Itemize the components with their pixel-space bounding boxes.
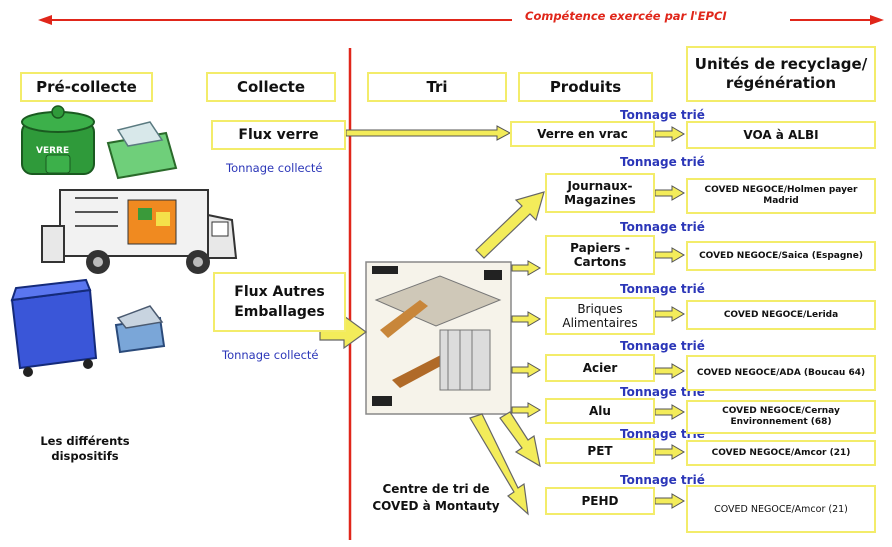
destination-lerida: COVED NEGOCE/Lerida [686, 300, 876, 330]
product-pehd: PEHD [545, 487, 655, 515]
glass-bank-icon [21, 105, 95, 175]
destination-saica: COVED NEGOCE/Saica (Espagne) [686, 241, 876, 271]
centre-tri-label: Centre de tri de COVED à Montauty [372, 482, 500, 513]
header-unites: Unités de recyclage/ régénération [686, 46, 876, 102]
connector-arrows [345, 125, 685, 509]
flux-verre-box: Flux verre [211, 120, 346, 150]
blue-bin-icon [114, 305, 166, 354]
tonnage-trie-label: Tonnage trié [620, 473, 705, 487]
green-bin-icon [106, 121, 178, 180]
epci-banner-label: Compétence exercée par l'EPCI [525, 9, 727, 23]
destination-ada: COVED NEGOCE/ADA (Boucau 64) [686, 355, 876, 391]
tonnage-collecte-autres: Tonnage collecté [222, 348, 319, 362]
verre-bank-label: VERRE [36, 146, 70, 156]
sorting-center-illustration [365, 261, 512, 415]
product-briques: Briques Alimentaires [545, 297, 655, 335]
tonnage-trie-label: Tonnage trié [620, 427, 705, 441]
dispositifs-label: Les différents dispositifs [40, 434, 130, 463]
tonnage-trie-label: Tonnage trié [620, 220, 705, 234]
blue-container-icon [10, 278, 98, 377]
product-pet: PET [545, 438, 655, 464]
destination-amcor-pehd: COVED NEGOCE/Amcor (21) [686, 485, 876, 533]
product-papiers: Papiers - Cartons [545, 235, 655, 275]
tonnage-trie-label: Tonnage trié [620, 282, 705, 296]
tonnage-collecte-verre: Tonnage collecté [226, 161, 323, 175]
tonnage-trie-label: Tonnage trié [620, 339, 705, 353]
destination-holmen: COVED NEGOCE/Holmen payer Madrid [686, 178, 876, 214]
header-precollecte: Pré-collecte [20, 72, 153, 102]
tonnage-trie-label: Tonnage trié [620, 155, 705, 169]
product-alu: Alu [545, 398, 655, 424]
destination-voa: VOA à ALBI [686, 121, 876, 149]
collection-truck-icon [41, 189, 238, 274]
header-tri: Tri [367, 72, 507, 102]
epci-competence-arrow [38, 15, 884, 25]
product-journaux: Journaux-Magazines [545, 173, 655, 213]
header-collecte: Collecte [206, 72, 336, 102]
tonnage-trie-label: Tonnage trié [620, 108, 705, 122]
header-produits: Produits [518, 72, 653, 102]
product-verre-vrac: Verre en vrac [510, 121, 655, 147]
destination-amcor-pet: COVED NEGOCE/Amcor (21) [686, 440, 876, 466]
flux-autres-box: Flux Autres Emballages [213, 272, 346, 332]
tonnage-trie-label: Tonnage trié [620, 385, 705, 399]
product-acier: Acier [545, 354, 655, 382]
destination-cernay: COVED NEGOCE/Cernay Environnement (68) [686, 400, 876, 434]
